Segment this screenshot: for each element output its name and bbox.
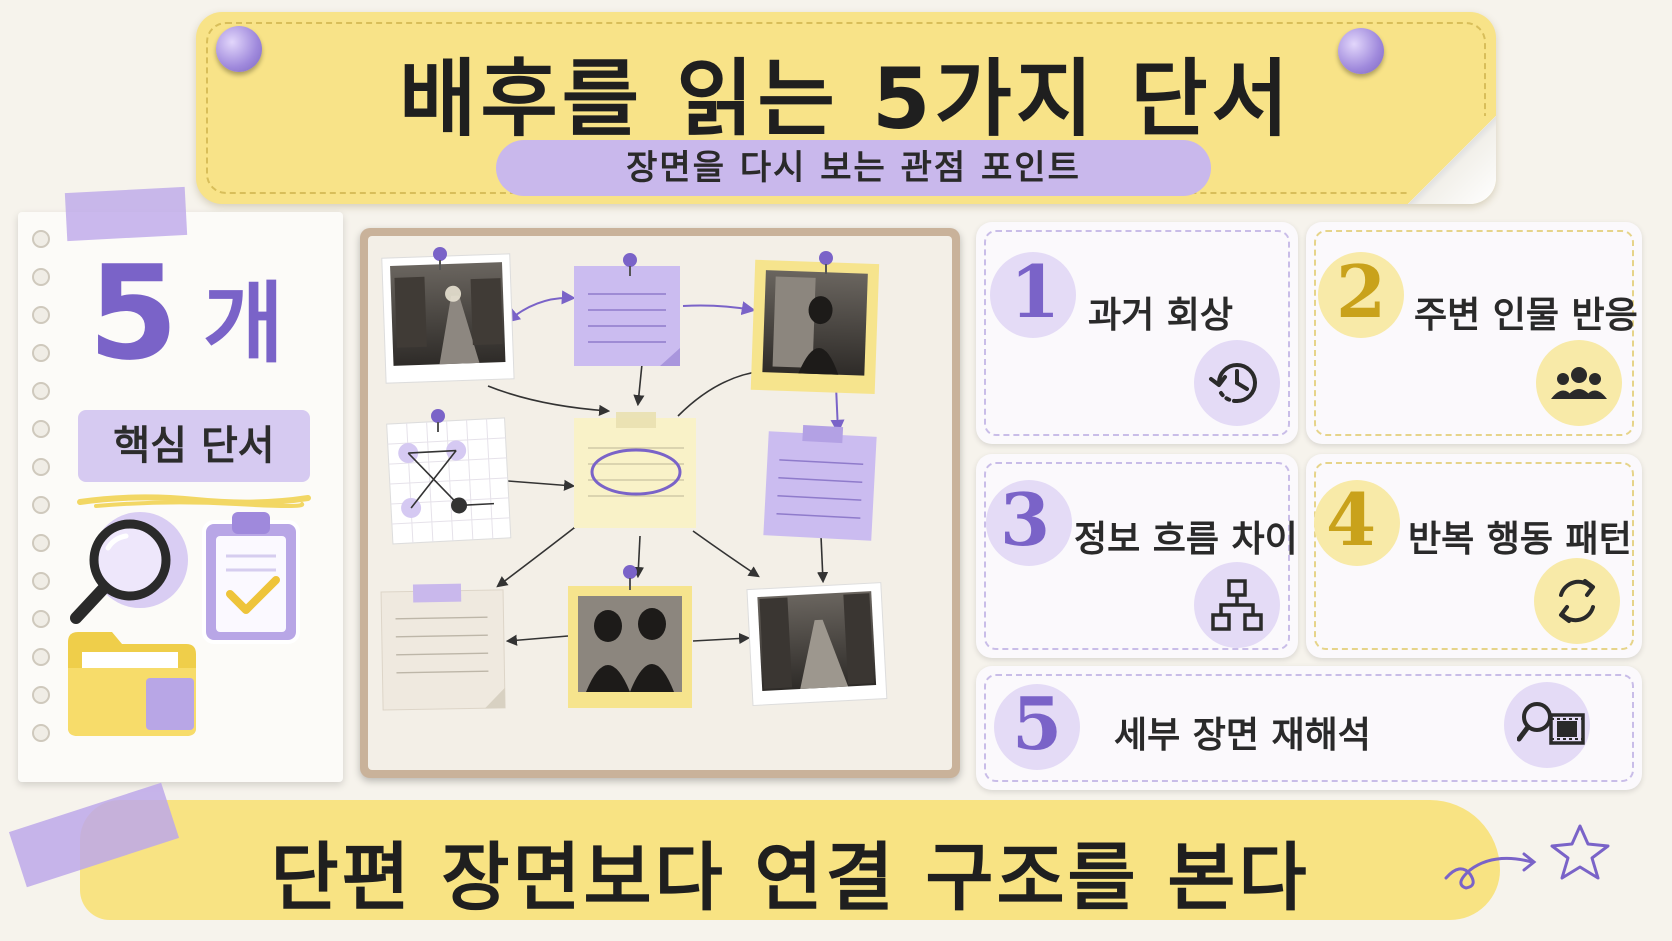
highlight-scribble bbox=[77, 494, 311, 508]
clue-card-3: 3 정보 흐름 차이 bbox=[976, 454, 1298, 658]
notebook-ring bbox=[32, 230, 50, 248]
clipboard-check-icon bbox=[202, 512, 300, 644]
page-title: 배후를 읽는 5가지 단서 bbox=[399, 50, 1293, 148]
clue-number: 3 bbox=[1000, 477, 1051, 562]
hierarchy-icon bbox=[1211, 579, 1263, 631]
clue-icon-holder bbox=[1536, 340, 1622, 426]
notebook-ring bbox=[32, 458, 50, 476]
conclusion-banner: 단편 장면보다 연결 구조를 본다 bbox=[80, 800, 1500, 921]
notebook-ring bbox=[32, 534, 50, 552]
notebook-ring bbox=[32, 496, 50, 514]
clue-card-1: 1 과거 회상 bbox=[976, 222, 1298, 444]
evidence-board bbox=[360, 228, 960, 778]
page-subtitle: 장면을 다시 보는 관점 포인트 bbox=[496, 140, 1211, 196]
number-bubble bbox=[994, 684, 1080, 770]
pin-icon bbox=[216, 26, 262, 72]
clock-history-icon bbox=[1209, 363, 1257, 404]
card-border bbox=[984, 462, 1290, 650]
clue-count-number: 5 bbox=[88, 237, 179, 389]
notebook-ring bbox=[32, 572, 50, 590]
notebook-ring bbox=[32, 344, 50, 362]
card-border bbox=[1314, 230, 1634, 436]
clue-icon-holder bbox=[1504, 682, 1590, 768]
notebook-ring bbox=[32, 724, 50, 742]
magnifier-icon bbox=[70, 512, 188, 624]
number-bubble bbox=[990, 252, 1076, 338]
pin-icon bbox=[1338, 28, 1384, 74]
number-bubble bbox=[1314, 480, 1400, 566]
clue-number: 5 bbox=[1012, 681, 1063, 766]
clue-number: 4 bbox=[1326, 477, 1377, 562]
clue-count-label: 핵심 단서 bbox=[78, 410, 310, 482]
card-border bbox=[1314, 462, 1634, 650]
notebook-ring bbox=[32, 268, 50, 286]
summary-notebook: 5 개 핵심 단서 bbox=[18, 212, 343, 782]
card-border bbox=[984, 230, 1290, 436]
clue-label: 정보 흐름 차이 bbox=[1074, 519, 1298, 560]
board-illustration bbox=[380, 247, 888, 711]
notebook-ring bbox=[32, 686, 50, 704]
clue-number: 2 bbox=[1336, 249, 1387, 334]
clue-card-4: 4 반복 행동 패턴 bbox=[1306, 454, 1642, 658]
clue-label: 주변 인물 반응 bbox=[1414, 295, 1638, 336]
notebook-ring bbox=[32, 610, 50, 628]
magnifier-film-icon bbox=[1517, 702, 1585, 745]
clue-label: 세부 장면 재해석 bbox=[1114, 715, 1371, 756]
tape-decoration bbox=[64, 186, 188, 242]
clue-count-unit: 개 bbox=[203, 272, 284, 375]
clue-icon-holder bbox=[1534, 558, 1620, 644]
notebook-ring bbox=[32, 648, 50, 666]
clue-card-5: 5 세부 장면 재해석 bbox=[976, 666, 1642, 790]
clue-number: 1 bbox=[1010, 249, 1061, 334]
clue-label: 과거 회상 bbox=[1088, 295, 1234, 336]
clue-label: 반복 행동 패턴 bbox=[1408, 519, 1632, 560]
clue-card-2: 2 주변 인물 반응 bbox=[1306, 222, 1642, 444]
notebook-ring bbox=[32, 382, 50, 400]
number-bubble bbox=[1318, 252, 1404, 338]
clue-icon-holder bbox=[1194, 340, 1280, 426]
conclusion-text: 단편 장면보다 연결 구조를 본다 bbox=[270, 835, 1310, 921]
group-people-icon bbox=[1551, 367, 1607, 399]
notebook-ring bbox=[32, 306, 50, 324]
card-border bbox=[984, 674, 1634, 782]
number-bubble bbox=[986, 480, 1072, 566]
folder-icon bbox=[68, 632, 196, 736]
cycle-arrows-icon bbox=[1559, 579, 1595, 623]
notebook-ring bbox=[32, 420, 50, 438]
clue-icon-holder bbox=[1194, 562, 1280, 648]
doodle-arrow-star-icon bbox=[1444, 824, 1610, 890]
title-banner: 배후를 읽는 5가지 단서 장면을 다시 보는 관점 포인트 bbox=[196, 12, 1496, 204]
